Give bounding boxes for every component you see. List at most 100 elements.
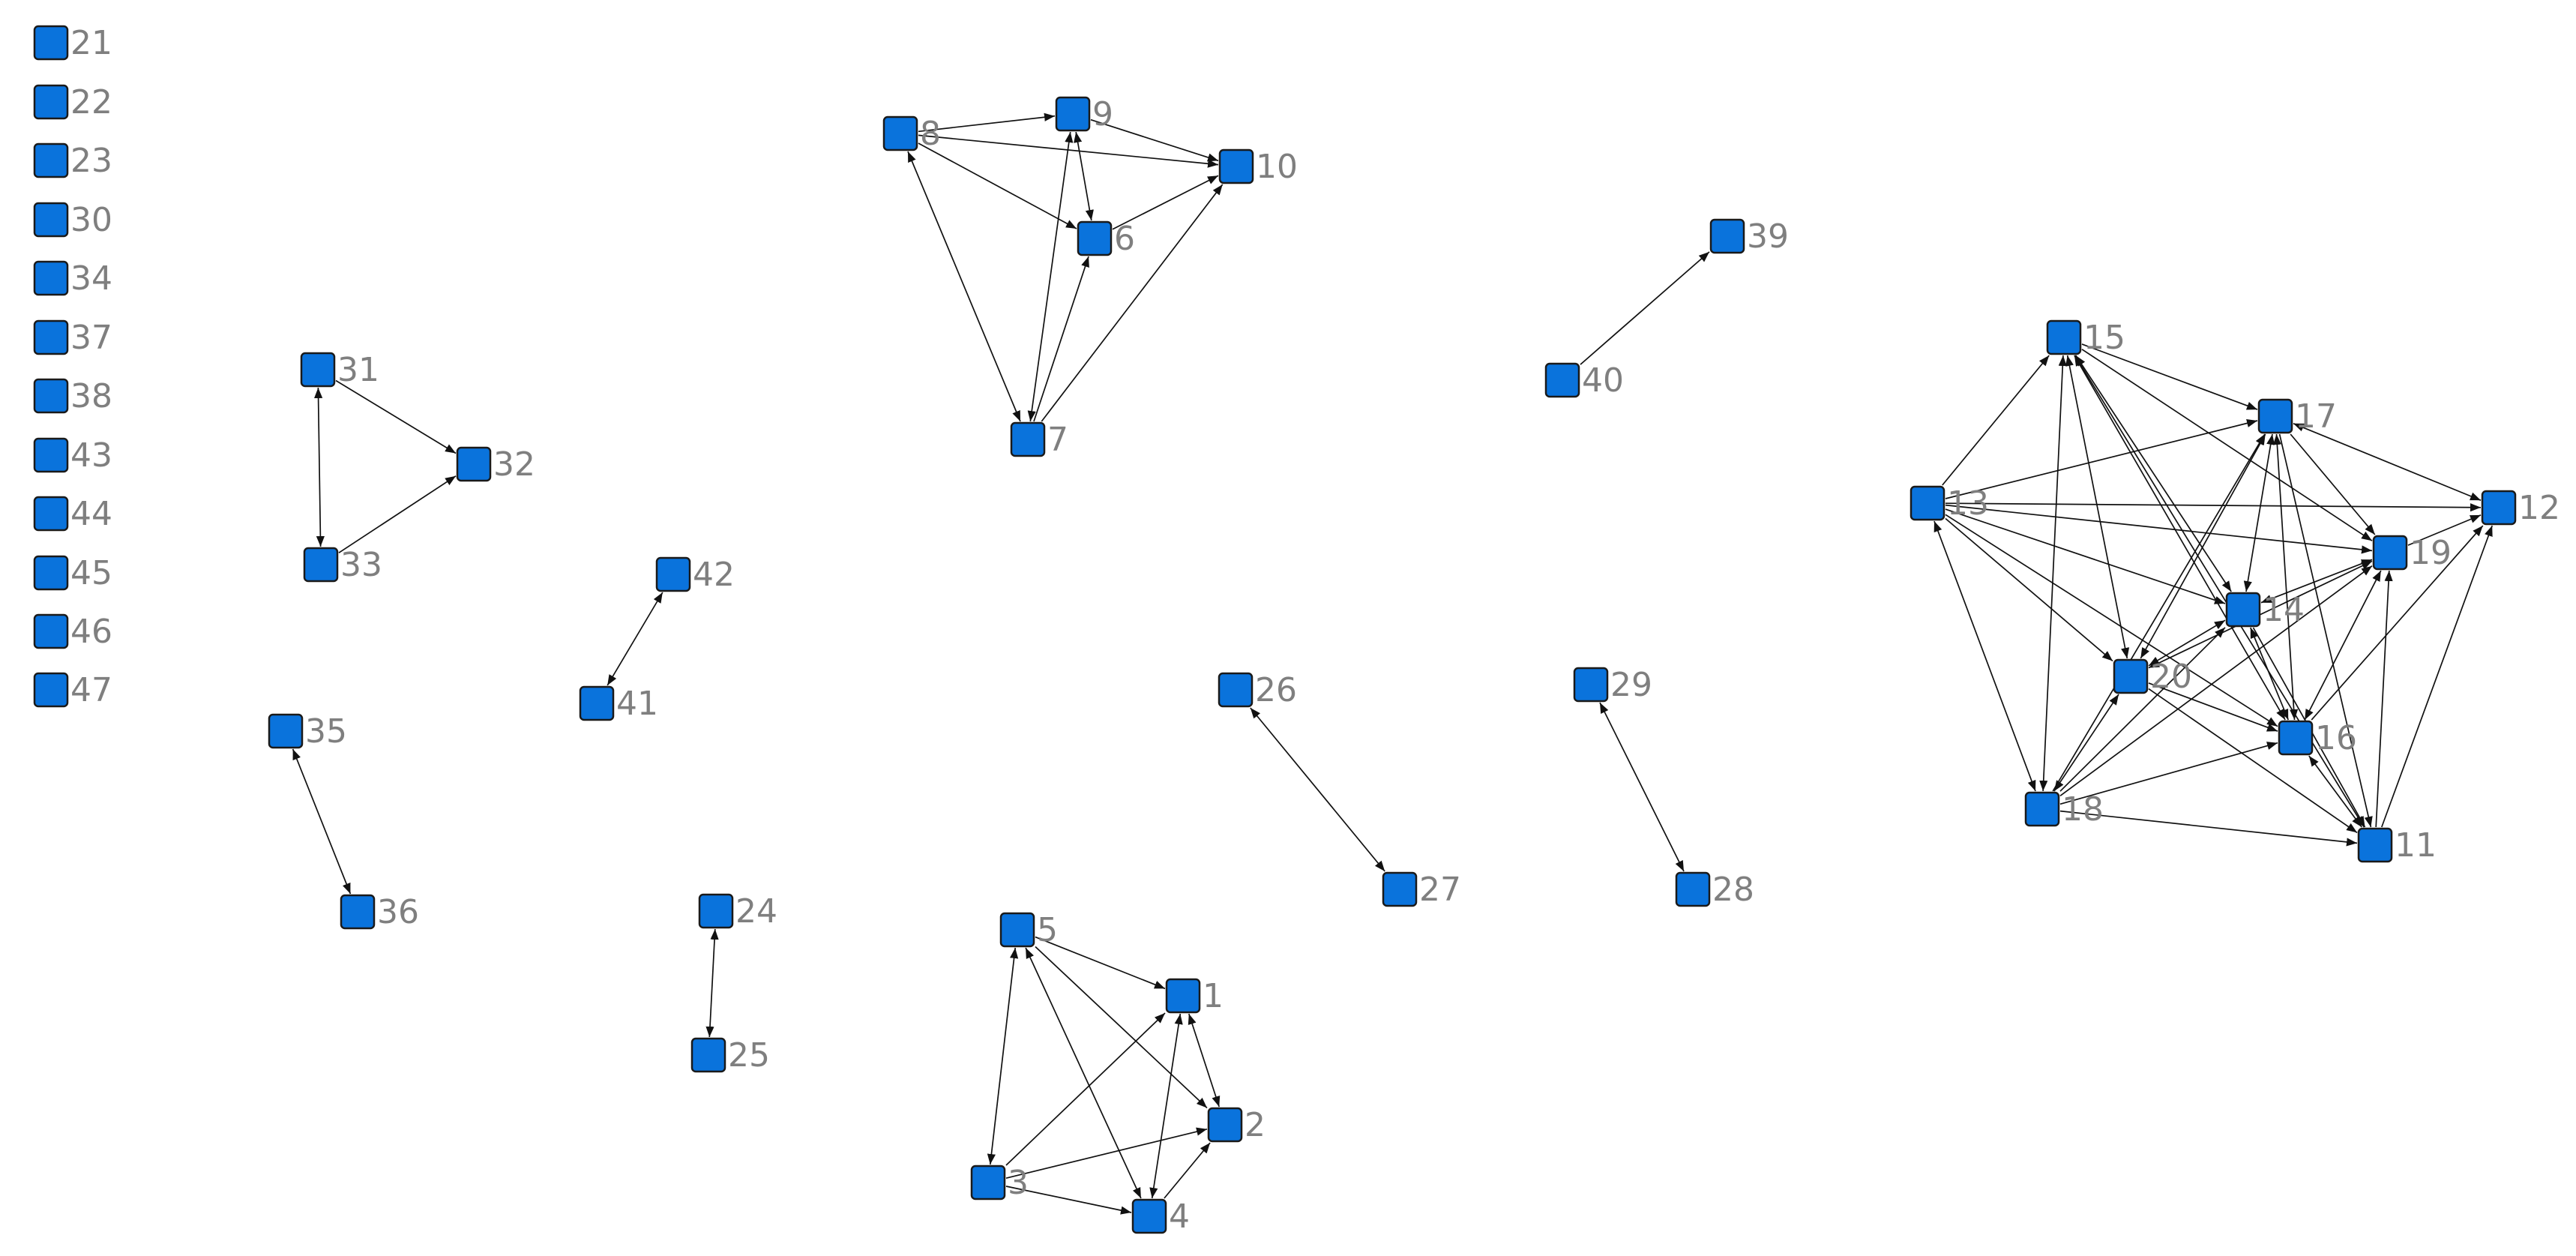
node-40[interactable]: 40 xyxy=(1544,361,1624,400)
node-42[interactable]: 42 xyxy=(655,556,735,594)
node-square[interactable] xyxy=(33,437,69,473)
node-square[interactable] xyxy=(1077,220,1113,256)
node-21[interactable]: 21 xyxy=(33,24,112,62)
node-square[interactable] xyxy=(33,202,69,238)
node-square[interactable] xyxy=(300,352,336,388)
edge-31-33 xyxy=(314,387,325,547)
node-square[interactable] xyxy=(33,142,69,178)
node-square[interactable] xyxy=(2278,720,2314,756)
node-26[interactable]: 26 xyxy=(1218,671,1297,709)
node-square[interactable] xyxy=(579,685,615,721)
node-square[interactable] xyxy=(2357,827,2393,863)
node-9[interactable]: 9 xyxy=(1055,95,1113,133)
node-square[interactable] xyxy=(1910,485,1945,521)
node-square[interactable] xyxy=(2046,319,2082,355)
node-24[interactable]: 24 xyxy=(698,892,777,931)
node-30[interactable]: 30 xyxy=(33,201,112,239)
node-square[interactable] xyxy=(1675,871,1711,907)
node-square[interactable] xyxy=(1218,672,1254,708)
node-square[interactable] xyxy=(33,613,69,649)
node-11[interactable]: 11 xyxy=(2357,826,2437,865)
node-square[interactable] xyxy=(2372,535,2408,571)
edge-3-1 xyxy=(1005,1012,1166,1166)
node-25[interactable]: 25 xyxy=(690,1036,770,1075)
node-34[interactable]: 34 xyxy=(33,259,112,298)
node-square[interactable] xyxy=(456,446,492,482)
node-square[interactable] xyxy=(1010,421,1046,457)
node-17[interactable]: 17 xyxy=(2257,397,2337,436)
node-38[interactable]: 38 xyxy=(33,377,112,415)
node-square[interactable] xyxy=(655,556,691,592)
node-square[interactable] xyxy=(1207,1107,1243,1143)
node-44[interactable]: 44 xyxy=(33,495,112,533)
node-square[interactable] xyxy=(2257,398,2293,434)
node-3[interactable]: 3 xyxy=(970,1164,1029,1202)
node-23[interactable]: 23 xyxy=(33,142,112,180)
node-45[interactable]: 45 xyxy=(33,554,112,592)
node-square[interactable] xyxy=(999,912,1035,948)
node-square[interactable] xyxy=(1131,1198,1167,1234)
node-square[interactable] xyxy=(340,894,376,930)
node-square[interactable] xyxy=(1709,218,1745,254)
node-43[interactable]: 43 xyxy=(33,436,112,475)
node-36[interactable]: 36 xyxy=(340,893,419,931)
node-10[interactable]: 10 xyxy=(1218,148,1298,186)
node-41[interactable]: 41 xyxy=(579,685,658,723)
node-label: 15 xyxy=(2083,319,2125,357)
node-33[interactable]: 33 xyxy=(303,546,382,584)
node-27[interactable]: 27 xyxy=(1382,871,1461,909)
node-32[interactable]: 32 xyxy=(456,445,535,484)
node-square[interactable] xyxy=(1055,96,1091,132)
node-1[interactable]: 1 xyxy=(1165,977,1224,1015)
node-square[interactable] xyxy=(33,260,69,296)
node-28[interactable]: 28 xyxy=(1675,871,1754,909)
node-square[interactable] xyxy=(970,1165,1006,1201)
node-22[interactable]: 22 xyxy=(33,83,112,121)
node-16[interactable]: 16 xyxy=(2278,719,2357,757)
node-5[interactable]: 5 xyxy=(999,911,1058,949)
node-2[interactable]: 2 xyxy=(1207,1106,1266,1144)
edge-17-16 xyxy=(2272,433,2299,721)
node-square[interactable] xyxy=(2113,658,2149,694)
node-square[interactable] xyxy=(2481,490,2517,526)
node-square[interactable] xyxy=(1165,978,1201,1014)
node-19[interactable]: 19 xyxy=(2372,534,2452,572)
node-12[interactable]: 12 xyxy=(2481,489,2560,527)
node-13[interactable]: 13 xyxy=(1910,484,1989,523)
node-15[interactable]: 15 xyxy=(2046,319,2125,357)
node-square[interactable] xyxy=(2024,791,2060,827)
node-37[interactable]: 37 xyxy=(33,319,112,357)
node-18[interactable]: 18 xyxy=(2024,790,2104,829)
node-8[interactable]: 8 xyxy=(882,115,941,153)
node-29[interactable]: 29 xyxy=(1573,666,1652,704)
node-square[interactable] xyxy=(690,1037,726,1073)
node-square[interactable] xyxy=(33,319,69,355)
node-square[interactable] xyxy=(33,378,69,414)
node-square[interactable] xyxy=(882,115,918,151)
node-square[interactable] xyxy=(698,893,734,929)
node-square[interactable] xyxy=(33,496,69,532)
node-square[interactable] xyxy=(1544,362,1580,398)
node-35[interactable]: 35 xyxy=(268,712,347,751)
node-46[interactable]: 46 xyxy=(33,613,112,651)
node-label: 41 xyxy=(616,685,658,723)
node-6[interactable]: 6 xyxy=(1077,220,1135,258)
node-square[interactable] xyxy=(268,713,304,749)
node-square[interactable] xyxy=(33,25,69,61)
node-square[interactable] xyxy=(1573,667,1609,703)
node-square[interactable] xyxy=(33,672,69,708)
node-47[interactable]: 47 xyxy=(33,671,112,709)
node-square[interactable] xyxy=(33,84,69,120)
node-31[interactable]: 31 xyxy=(300,351,379,389)
node-square[interactable] xyxy=(1382,871,1418,907)
node-7[interactable]: 7 xyxy=(1010,421,1068,459)
node-39[interactable]: 39 xyxy=(1709,217,1789,256)
node-square[interactable] xyxy=(33,555,69,591)
node-square[interactable] xyxy=(2225,592,2261,628)
node-4[interactable]: 4 xyxy=(1131,1198,1190,1236)
node-square[interactable] xyxy=(1218,148,1254,184)
node-20[interactable]: 20 xyxy=(2113,658,2192,696)
node-14[interactable]: 14 xyxy=(2225,591,2305,629)
node-square[interactable] xyxy=(303,547,339,583)
